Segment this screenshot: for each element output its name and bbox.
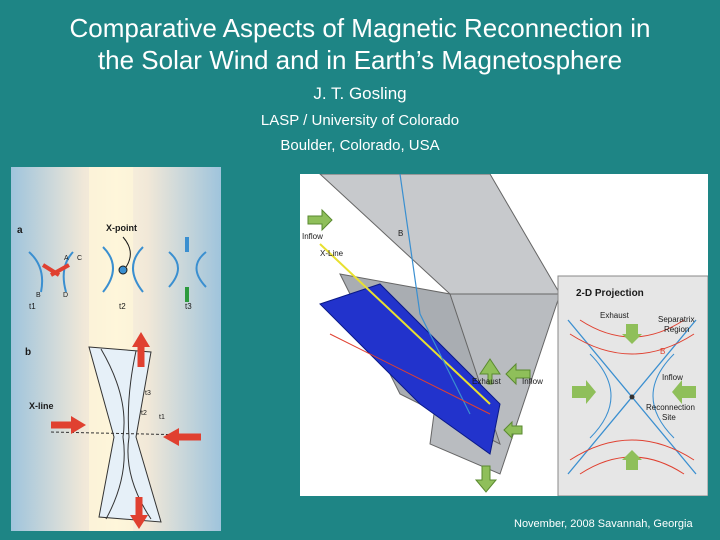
footer-date-location: November, 2008 Savannah, Georgia: [514, 518, 693, 530]
exhaust-label: Exhaust: [472, 377, 502, 386]
point-label-d: D: [63, 292, 68, 299]
title-line-1: Comparative Aspects of Magnetic Reconnec…: [69, 13, 651, 43]
current-sheets: [50, 346, 192, 523]
xline-label-left: X-line: [29, 401, 54, 411]
slide-title: Comparative Aspects of Magnetic Reconnec…: [0, 12, 720, 76]
current-sheet: [319, 283, 501, 455]
projection-inflow: Inflow: [662, 373, 683, 382]
sheet-time-t1: t1: [159, 414, 165, 421]
projection-b: B: [660, 347, 665, 356]
affiliation-line-2: Boulder, Colorado, USA: [280, 137, 440, 154]
exhaust-arrow-up: [479, 358, 501, 385]
sheet-time-t2: t2: [141, 410, 147, 417]
projection-exhaust: Exhaust: [600, 311, 630, 320]
point-label-b: B: [36, 292, 41, 299]
projection-region: Region: [664, 325, 689, 334]
point-label-a: A: [64, 255, 69, 262]
xpoint-label: X-point: [106, 223, 137, 233]
projection-inset: 2-D Projection Exhaust Separatrix Region…: [557, 275, 708, 496]
inflow-arrow-bottom-right: [503, 420, 523, 440]
author: J. T. Gosling: [313, 84, 407, 103]
xline-label-right: X-Line: [320, 249, 344, 258]
time-label-t2: t2: [119, 302, 126, 311]
field-lines-t3: [168, 251, 207, 288]
inflow-label-right: Inflow: [522, 377, 543, 386]
inflow-arrow-right: [505, 362, 531, 386]
title-line-2: the Solar Wind and in Earth’s Magnetosph…: [97, 45, 623, 75]
x-line: [319, 243, 491, 405]
time-label-t1: t1: [29, 302, 36, 311]
inflow-label-left: Inflow: [302, 232, 323, 241]
field-lines-t2: [102, 246, 144, 293]
affiliation-line-1: LASP / University of Colorado: [260, 112, 460, 129]
projection-separatrix: Separatrix: [658, 315, 694, 324]
panel-a-label: a: [17, 225, 23, 236]
reconnection-3d-figure: Inflow X-Line B Exhaust Inflow 2-D Proje…: [300, 174, 708, 496]
time-label-t3: t3: [185, 302, 192, 311]
projection-site: Site: [662, 413, 676, 422]
reconnection-schematic-figure: a X-point t1 t2 t3 A B C D b X-line t3 t…: [11, 167, 221, 531]
point-label-c: C: [77, 255, 82, 262]
projection-title: 2-D Projection: [576, 288, 644, 299]
projection-reconnection: Reconnection: [646, 403, 695, 412]
exhaust-arrow-down: [474, 465, 498, 493]
sheet-time-t3: t3: [145, 390, 151, 397]
inflow-arrow-left: [307, 208, 333, 232]
b-label: B: [398, 229, 403, 238]
panel-b-label: b: [25, 347, 31, 358]
